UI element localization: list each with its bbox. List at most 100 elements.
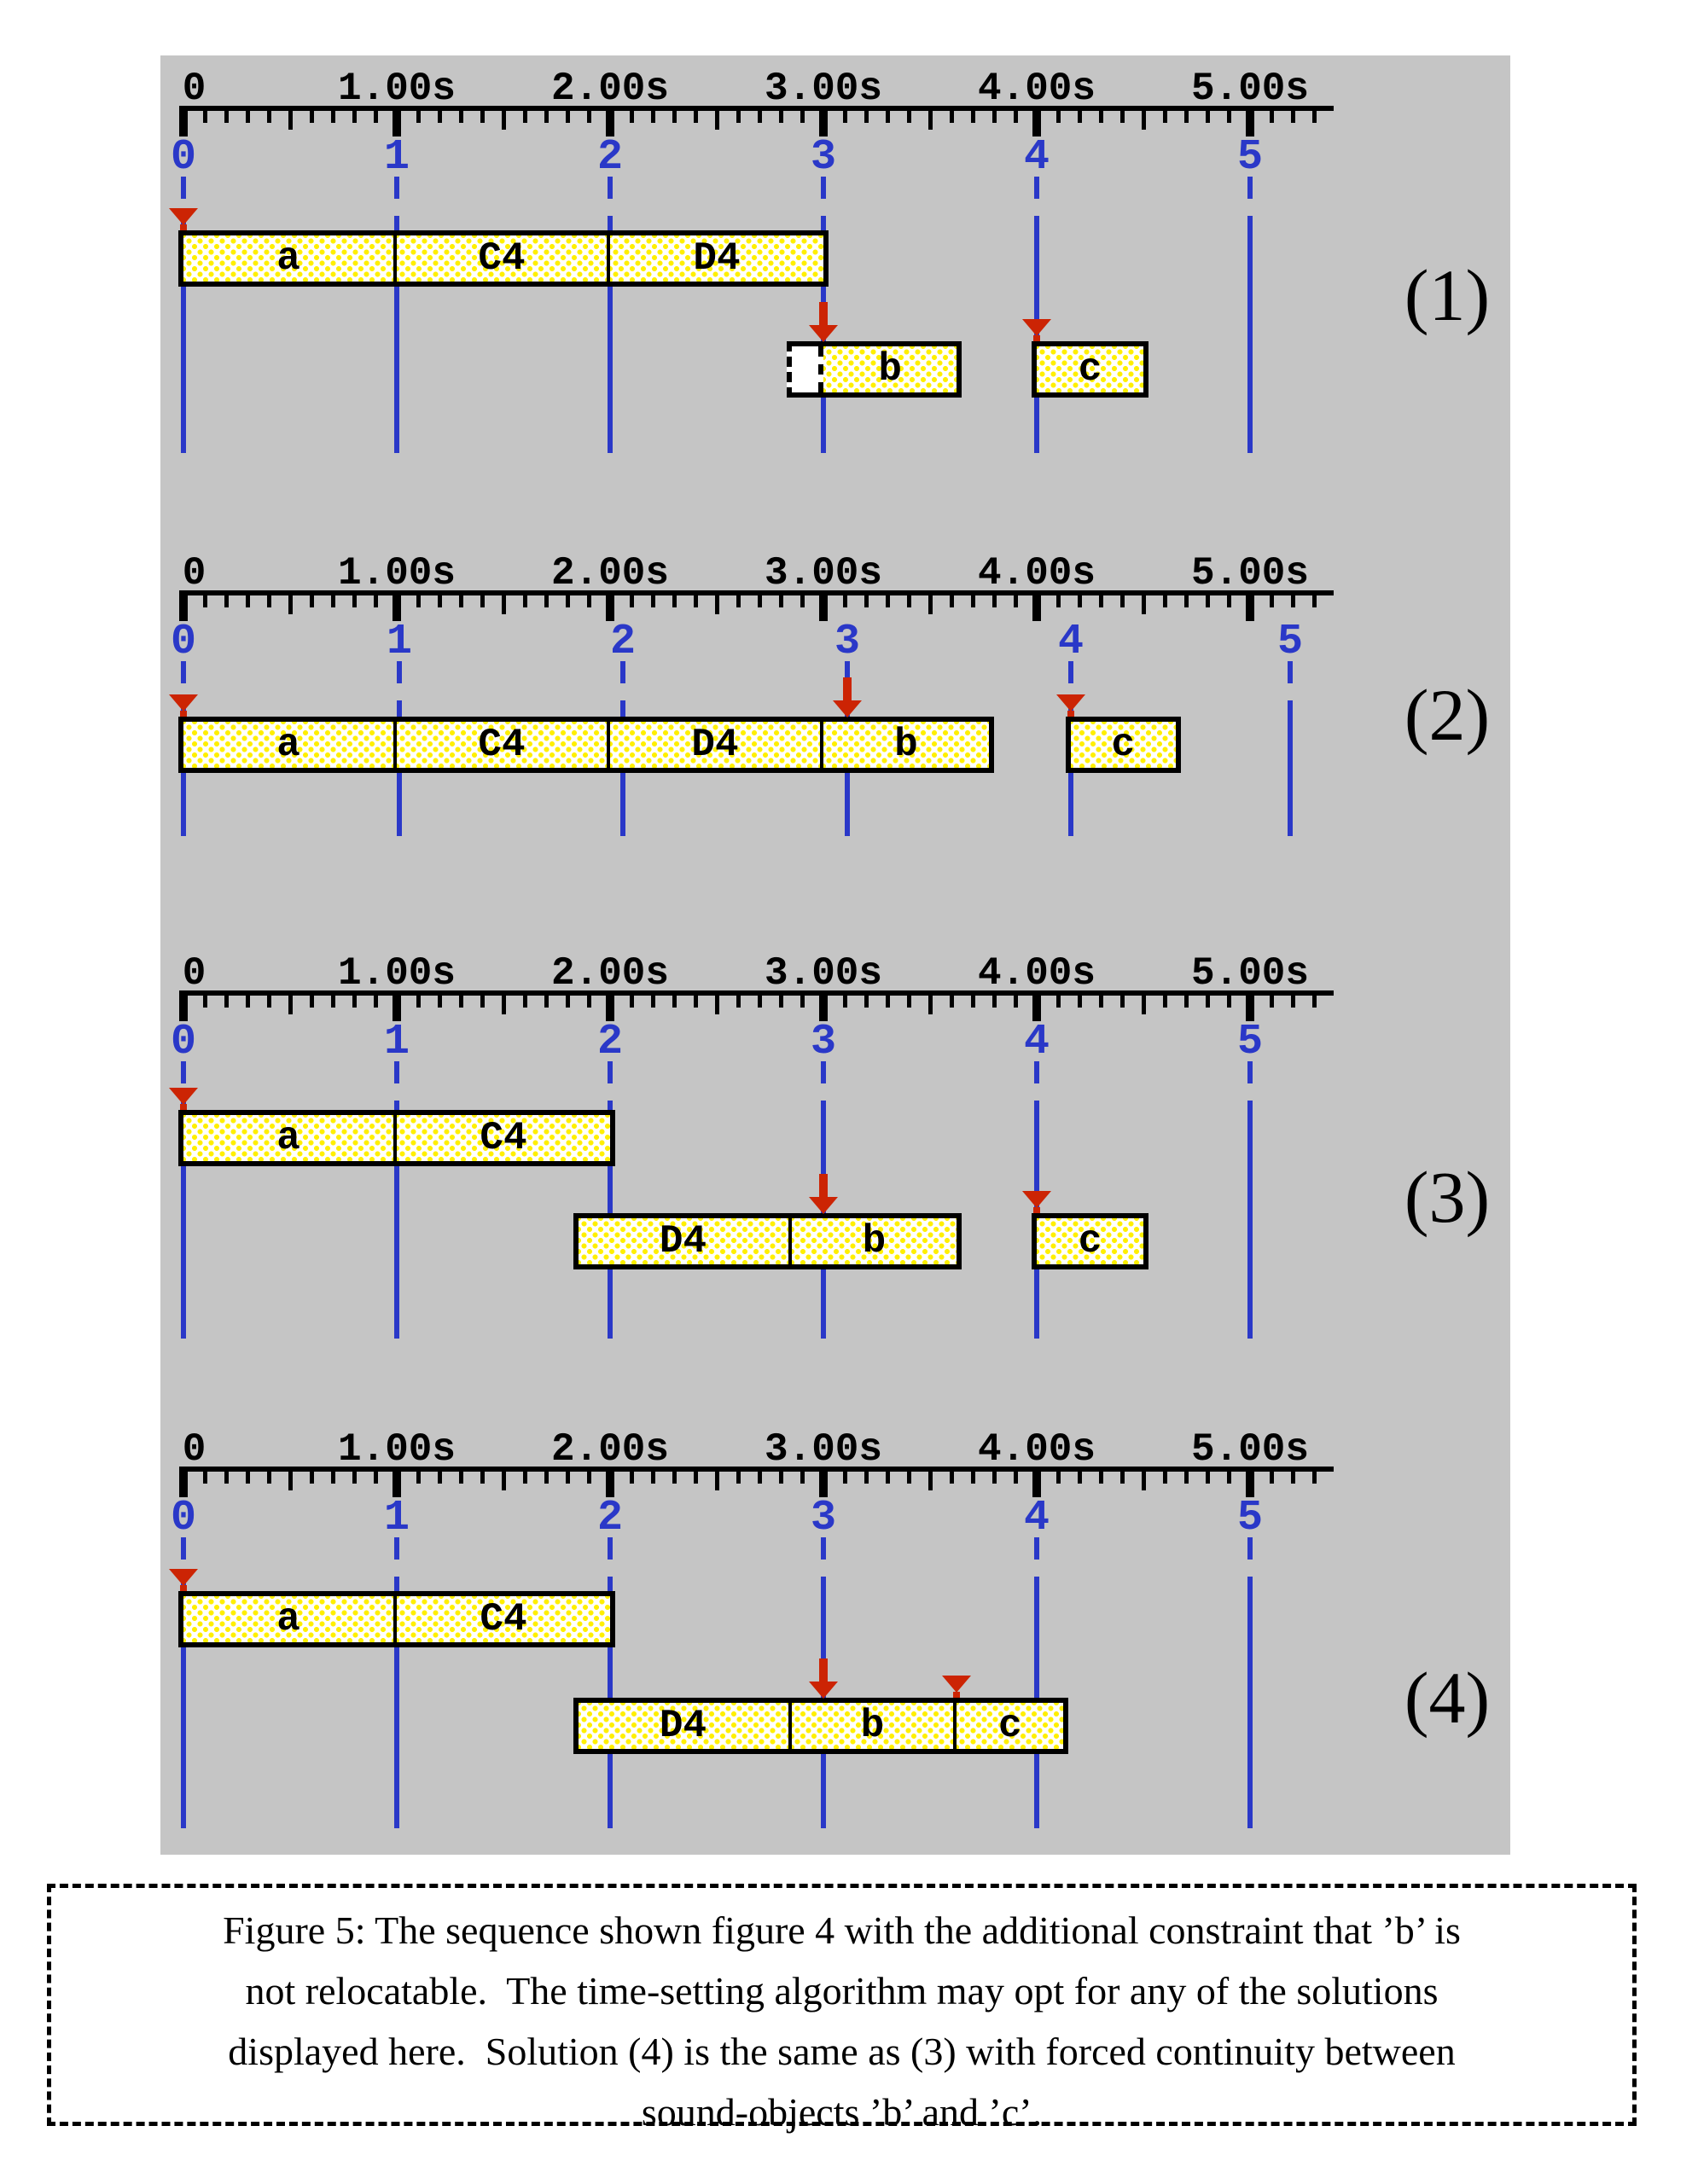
ruler-minor-tick bbox=[266, 996, 271, 1008]
ruler-minor-tick bbox=[757, 996, 762, 1008]
sound-object-segment: D4 bbox=[578, 1218, 792, 1264]
ruler-minor-tick bbox=[522, 595, 527, 607]
ruler-mid-tick bbox=[288, 111, 293, 130]
ruler-minor-tick bbox=[480, 595, 485, 607]
ruler-minor-tick bbox=[1269, 1472, 1274, 1484]
ruler-minor-tick bbox=[885, 1472, 890, 1484]
ruler-minor-tick bbox=[991, 595, 997, 607]
arrow-head-icon bbox=[809, 1197, 838, 1214]
grid-second-numeral: 3 bbox=[834, 618, 861, 666]
ruler-minor-tick bbox=[906, 595, 911, 607]
triangle-head-icon bbox=[1022, 319, 1051, 336]
ruler-minor-tick bbox=[949, 1472, 954, 1484]
ruler-minor-tick bbox=[245, 996, 250, 1008]
ruler-minor-tick bbox=[309, 111, 314, 123]
ruler-minor-tick bbox=[586, 1472, 591, 1484]
ruler-minor-tick bbox=[1098, 595, 1103, 607]
grid-second-numeral: 2 bbox=[596, 133, 624, 182]
ruler-major-tick bbox=[1246, 1472, 1254, 1497]
ruler-mid-tick bbox=[1141, 1472, 1146, 1490]
sound-object-label: a bbox=[276, 236, 300, 281]
arrow-stem bbox=[843, 677, 852, 700]
grid-second-numeral: 1 bbox=[383, 1494, 410, 1542]
ruler-minor-tick bbox=[266, 595, 271, 607]
ruler-minor-tick bbox=[672, 996, 677, 1008]
grid-line-stub bbox=[608, 1061, 613, 1083]
ruler-time-label: 4.00s bbox=[977, 951, 1096, 996]
grid-line-stub bbox=[821, 1537, 826, 1560]
ruler-minor-tick bbox=[970, 111, 975, 123]
ruler-minor-tick bbox=[1311, 996, 1317, 1008]
ruler-minor-tick bbox=[224, 996, 229, 1008]
ruler-minor-tick bbox=[650, 996, 655, 1008]
sound-object-segment: C4 bbox=[397, 235, 610, 282]
arrow-stem bbox=[819, 302, 828, 325]
ruler-major-tick bbox=[179, 1472, 188, 1497]
ruler-minor-tick bbox=[1311, 1472, 1317, 1484]
ruler-line bbox=[179, 106, 1334, 111]
sound-object-label: b bbox=[878, 347, 902, 392]
ruler-time-label: 3.00s bbox=[764, 551, 883, 595]
sound-object-label: c bbox=[1078, 347, 1102, 392]
sound-object-segment: a bbox=[183, 722, 397, 768]
ruler-minor-tick bbox=[864, 996, 869, 1008]
solution-number-label: (3) bbox=[1404, 1156, 1491, 1238]
ruler-minor-tick bbox=[864, 111, 869, 123]
ruler-minor-tick bbox=[1226, 996, 1231, 1008]
ruler-time-label: 5.00s bbox=[1190, 1427, 1310, 1472]
ruler-minor-tick bbox=[458, 1472, 463, 1484]
grid-line bbox=[394, 1101, 399, 1339]
ruler-major-tick bbox=[819, 996, 828, 1021]
ruler-time-label: 3.00s bbox=[764, 67, 883, 111]
ruler-major-tick bbox=[819, 1472, 828, 1497]
sound-object-segment: c bbox=[1037, 346, 1143, 392]
ruler-minor-tick bbox=[864, 595, 869, 607]
ruler-major-tick bbox=[393, 111, 401, 136]
triangle-head-icon bbox=[942, 1676, 972, 1693]
grid-line bbox=[181, 1577, 186, 1828]
ruler-minor-tick bbox=[1290, 996, 1295, 1008]
grid-line bbox=[1247, 216, 1253, 453]
ruler-minor-tick bbox=[586, 111, 591, 123]
ruler-minor-tick bbox=[437, 111, 442, 123]
sound-object-label: C4 bbox=[480, 1116, 527, 1160]
ruler-minor-tick bbox=[736, 1472, 741, 1484]
grid-line bbox=[608, 216, 613, 453]
ruler-minor-tick bbox=[736, 111, 741, 123]
ruler-major-tick bbox=[819, 111, 828, 136]
ruler-time-label: 0 bbox=[182, 551, 206, 595]
ruler-minor-tick bbox=[352, 111, 357, 123]
ruler-minor-tick bbox=[906, 996, 911, 1008]
ruler-minor-tick bbox=[693, 595, 698, 607]
ruler-minor-tick bbox=[629, 1472, 634, 1484]
ruler-minor-tick bbox=[1311, 595, 1317, 607]
ruler-minor-tick bbox=[650, 595, 655, 607]
ruler-time-label: 4.00s bbox=[977, 1427, 1096, 1472]
sound-object-segment: C4 bbox=[397, 1115, 610, 1161]
pivot-triangle-icon bbox=[169, 1088, 198, 1110]
ruler-minor-tick bbox=[1055, 1472, 1061, 1484]
ruler-minor-tick bbox=[1162, 111, 1167, 123]
ruler-minor-tick bbox=[778, 111, 783, 123]
ruler-minor-tick bbox=[842, 595, 847, 607]
sound-object-label: c bbox=[1111, 723, 1136, 767]
grid-line-stub bbox=[1247, 1537, 1253, 1560]
arrow-head-icon bbox=[809, 1682, 838, 1699]
grid-line-stub bbox=[1068, 661, 1073, 683]
sound-object-box-with-silent-prefix: b bbox=[786, 341, 962, 398]
ruler-major-tick bbox=[606, 111, 614, 136]
ruler-minor-tick bbox=[565, 111, 570, 123]
ruler-minor-tick bbox=[480, 1472, 485, 1484]
ruler-minor-tick bbox=[800, 996, 805, 1008]
ruler-minor-tick bbox=[373, 1472, 378, 1484]
pivot-triangle-icon bbox=[1022, 319, 1051, 341]
ruler-minor-tick bbox=[1269, 111, 1274, 123]
ruler-major-tick bbox=[179, 111, 188, 136]
ruler-minor-tick bbox=[885, 996, 890, 1008]
ruler-minor-tick bbox=[586, 595, 591, 607]
ruler-major-tick bbox=[1246, 111, 1254, 136]
grid-line-stub bbox=[821, 177, 826, 199]
